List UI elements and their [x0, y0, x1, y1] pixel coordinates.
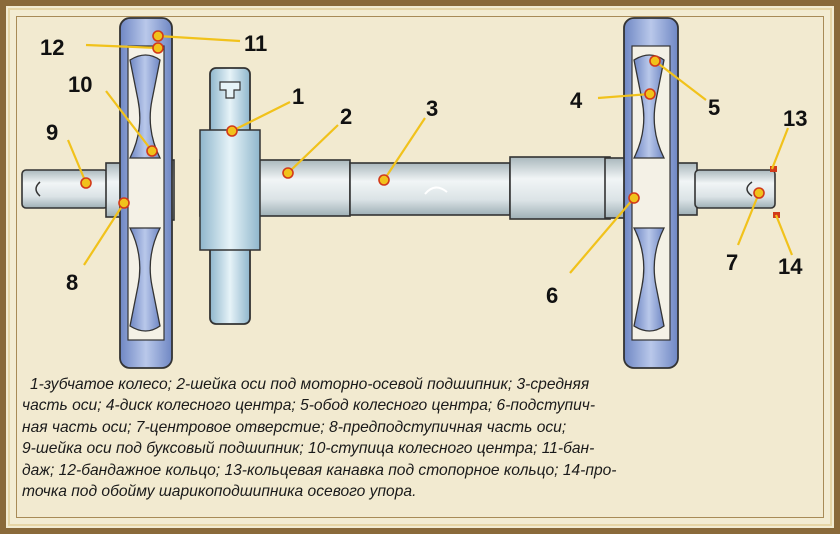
label-13: 13: [783, 106, 807, 131]
leader-10: [105, 90, 153, 152]
leader-2: [287, 124, 339, 174]
leader-11: [157, 34, 241, 43]
leader-13: [770, 127, 790, 170]
marker-11: [152, 30, 164, 42]
right-wheel-disc-upper: [632, 54, 666, 159]
leader-8: [83, 202, 125, 266]
marker-3: [378, 174, 390, 186]
left-wheel-disc-upper: [128, 54, 162, 159]
axle-left-journal: [21, 169, 109, 209]
right-wheel: [623, 17, 780, 369]
leader-1: [231, 101, 291, 132]
leader-5: [654, 60, 707, 101]
caption-line: 1-зубчатое колесо; 2-шейка оси под мотор…: [30, 376, 590, 393]
leader-9: [66, 139, 88, 184]
label-6: 6: [546, 283, 558, 308]
marker-8: [118, 197, 130, 209]
label-5: 5: [708, 95, 720, 120]
leader-12: [85, 43, 159, 50]
gear-key: [219, 81, 241, 99]
leader-6: [569, 197, 635, 274]
marker-4: [644, 88, 656, 100]
marker-6: [628, 192, 640, 204]
groove-marker-13: [770, 166, 777, 172]
leader-lines: [66, 34, 794, 274]
axle-right-journal: [694, 169, 776, 209]
marker-9: [80, 177, 92, 189]
caption-line: точка под обойму шарикоподшипника осевог…: [22, 483, 417, 501]
center-hole-left: [35, 181, 41, 197]
label-3: 3: [426, 96, 438, 121]
label-9: 9: [46, 120, 58, 145]
label-4: 4: [570, 88, 583, 113]
gear-wheel: [199, 67, 261, 325]
caption-line: даж; 12-бандажное кольцо; 13-кольцевая к…: [22, 461, 617, 479]
legend-caption: 1-зубчатое колесо; 2-шейка оси под мотор…: [22, 374, 812, 502]
marker-dots: [80, 30, 765, 209]
label-11: 11: [244, 31, 267, 56]
marker-2: [282, 167, 294, 179]
label-14: 14: [778, 254, 803, 279]
label-10: 10: [68, 72, 92, 97]
marker-1: [226, 125, 238, 137]
center-hole-right: [746, 181, 753, 197]
leader-4: [597, 92, 651, 100]
leader-14: [774, 214, 794, 256]
marker-12: [152, 42, 164, 54]
caption-line: часть оси; 4-диск колесного центра; 5-об…: [22, 397, 596, 415]
leader-7: [736, 192, 761, 246]
label-12: 12: [40, 35, 64, 60]
axle-crescent: [424, 186, 448, 195]
label-8: 8: [66, 270, 78, 295]
axle-right-section: [509, 156, 611, 220]
label-1: 1: [292, 84, 304, 109]
left-wheel-disc-lower: [128, 227, 162, 332]
label-2: 2: [340, 104, 352, 129]
marker-10: [146, 145, 158, 157]
leader-3: [383, 117, 426, 181]
marker-7: [753, 187, 765, 199]
caption-line: 9-шейка оси под буксовый подшипник; 10-с…: [22, 440, 595, 458]
label-7: 7: [726, 250, 738, 275]
marker-5: [649, 55, 661, 67]
left-wheel: [119, 17, 173, 369]
number-labels: 1 2 3 4 5 6 7 8 9 10 11 12 13 14: [40, 31, 807, 308]
caption-line: ная часть оси; 7-центровое отверстие; 8-…: [22, 418, 567, 436]
right-wheel-disc-lower: [632, 227, 666, 332]
gear-hub: [199, 129, 261, 251]
